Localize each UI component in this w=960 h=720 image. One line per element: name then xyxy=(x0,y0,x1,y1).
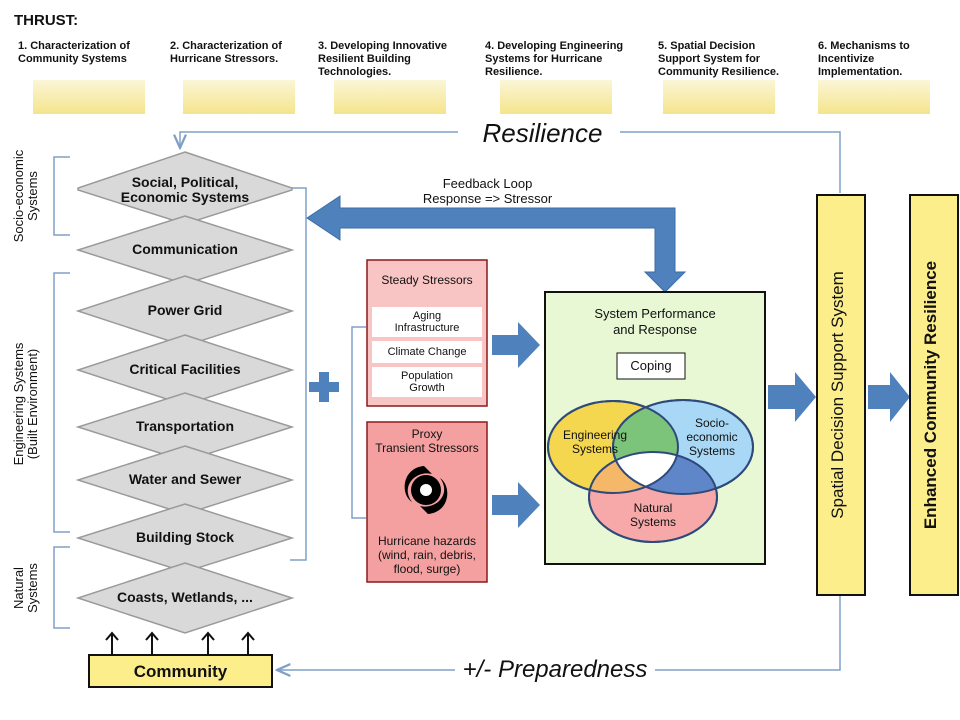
thrust-bar-2 xyxy=(183,80,295,114)
layer-label-power-grid: Power Grid xyxy=(147,302,223,318)
thrust-bar-4 xyxy=(500,80,612,114)
coping-box xyxy=(616,352,686,380)
thrust-item-5: 5. Spatial Decision Support System for C… xyxy=(658,40,780,78)
performance-to-sdss-arrow xyxy=(768,372,816,422)
hurricane-icon xyxy=(404,466,448,514)
steady-item-climate: Climate Change xyxy=(372,341,482,363)
preparedness-loop-line xyxy=(655,596,841,671)
ecr-box xyxy=(909,194,959,596)
side-label-socio: Socio-economic Systems xyxy=(11,149,40,243)
steady-stressors-title: Steady Stressors xyxy=(381,273,473,287)
thrust-item-6: 6. Mechanisms to Incentivize Implementat… xyxy=(818,40,910,78)
preparedness-label: +/- Preparedness xyxy=(462,656,648,683)
layer-label-social: Social, Political, Economic Systems xyxy=(120,174,250,205)
resilience-label: Resilience xyxy=(482,118,603,148)
thrust-item-3: 3. Developing Innovative Resilient Build… xyxy=(318,40,447,78)
layer-label-coasts: Coasts, Wetlands, ... xyxy=(117,589,253,605)
sdss-to-ecr-arrow xyxy=(868,372,910,422)
steady-item-aging: Aging Infrastructure xyxy=(372,307,482,337)
thrust-item-1: 1. Characterization of Community Systems xyxy=(18,40,130,65)
layer-label-communication: Communication xyxy=(132,241,238,257)
transient-to-performance-arrow xyxy=(492,482,540,528)
thrust-item-2: 2. Characterization of Hurricane Stresso… xyxy=(170,40,282,65)
layer-stack xyxy=(75,151,295,634)
socio-bracket xyxy=(53,156,70,236)
feedback-label-1: Feedback Loop xyxy=(442,176,533,191)
thrust-heading: THRUST: xyxy=(14,12,79,29)
thrust-bar-6 xyxy=(818,80,930,114)
stack-bracket xyxy=(290,187,307,561)
layer-label-transportation: Transportation xyxy=(135,418,234,434)
thrust-bar-5 xyxy=(663,80,775,114)
sdss-label: Spatial Decision Support System xyxy=(828,271,847,519)
venn-label-engineering: Engineering Systems xyxy=(562,428,628,456)
proxy-hazards-text: Hurricane hazards (wind, rain, debris, f… xyxy=(377,534,477,576)
side-label-natural: Natural Systems xyxy=(11,563,40,613)
thrust-item-4: 4. Developing Engineering Systems for Hu… xyxy=(485,40,624,78)
layer-diamond-coasts xyxy=(75,562,295,634)
layer-label-critical-facilities: Critical Facilities xyxy=(129,361,241,377)
thrust-bar-3 xyxy=(334,80,446,114)
layer-label-building-stock: Building Stock xyxy=(136,529,234,545)
feedback-arrow xyxy=(306,195,687,293)
stressor-bracket xyxy=(351,326,366,519)
layer-label-water-sewer: Water and Sewer xyxy=(128,471,242,487)
sdss-box xyxy=(816,194,866,596)
feedback-label-2: Response => Stressor xyxy=(422,191,553,206)
ecr-label: Enhanced Community Resilience xyxy=(921,260,940,530)
coping-label: Coping xyxy=(630,358,672,373)
community-box xyxy=(88,654,273,688)
engineering-bracket xyxy=(53,272,70,533)
side-label-engineering: Engineering Systems (Built Environment) xyxy=(11,342,40,466)
natural-bracket xyxy=(53,546,70,629)
steady-to-performance-arrow xyxy=(492,322,540,368)
community-label: Community xyxy=(133,662,228,681)
proxy-stressors-title: Proxy Transient Stressors xyxy=(375,427,479,455)
steady-item-population: Population Growth xyxy=(372,367,482,397)
venn-label-natural: Natural Systems xyxy=(629,501,676,529)
resilience-loop-line-left xyxy=(180,131,458,148)
up-arrow-icon xyxy=(105,631,255,655)
thrust-bar-1 xyxy=(33,80,145,114)
venn-diagram xyxy=(547,399,754,543)
plus-icon xyxy=(309,372,339,402)
resilience-loop-line xyxy=(620,131,841,193)
venn-label-socio: Socio- economic Systems xyxy=(686,416,738,458)
performance-title: System Performance and Response xyxy=(594,306,716,337)
